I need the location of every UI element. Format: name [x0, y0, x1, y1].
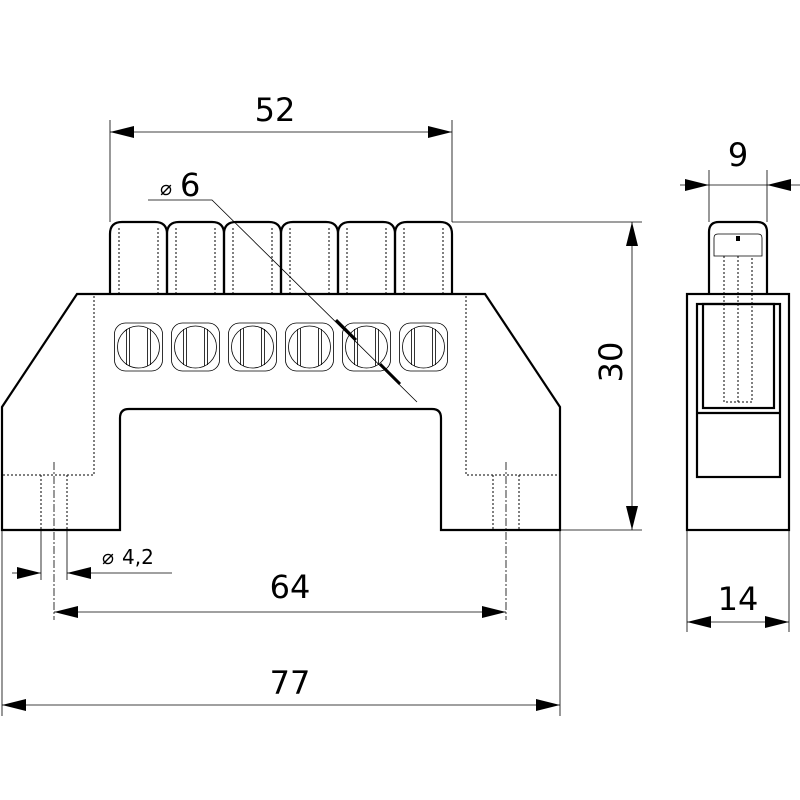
dim-6-arrow-top: [334, 318, 358, 342]
terminal-cap: [336, 220, 397, 294]
dim-64-label: 64: [270, 568, 311, 606]
diameter-symbol-6: ⌀: [160, 176, 172, 200]
terminal-cap: [222, 220, 283, 294]
dim-4-2-label: 4,2: [122, 545, 154, 569]
dim-9-label: 9: [728, 136, 748, 174]
dim-30-label: 30: [592, 342, 630, 383]
hidden-line-left-foot: [2, 296, 95, 476]
mount-hole-left-hidden: [40, 475, 68, 530]
mount-hole-centerlines: [53, 462, 507, 620]
terminal-cap: [279, 220, 340, 294]
dim-9-extension: [708, 170, 768, 222]
dim-4-2-extension: [40, 530, 68, 580]
side-inner-window: [701, 302, 776, 410]
hidden-line-right-foot: [465, 296, 560, 476]
busbar-body-outline: [0, 292, 562, 532]
side-cap: [707, 220, 769, 294]
dim-52-extension: [109, 120, 453, 222]
terminal-hole: [399, 322, 448, 372]
mount-hole-right-hidden: [492, 475, 520, 530]
dim-6-label: 6: [180, 166, 200, 204]
terminal-hole: [285, 322, 334, 372]
diameter-symbol-4-2: ⌀: [102, 545, 114, 569]
terminal-cap: [108, 220, 169, 294]
dim-14-label: 14: [718, 580, 759, 618]
terminal-hole: [171, 322, 220, 372]
side-screw-head: [713, 233, 763, 257]
terminal-hole: [342, 322, 391, 372]
dim-77-label: 77: [270, 664, 311, 702]
dim-14-extension: [686, 530, 790, 632]
dim-6-arrow-bottom: [378, 362, 402, 386]
screw-slot: [736, 236, 740, 241]
side-screw-hidden: [723, 256, 753, 403]
terminal-hole: [228, 322, 277, 372]
terminal-caps: [108, 220, 454, 294]
dim-30-extension: [452, 221, 642, 531]
terminal-cap: [393, 220, 454, 294]
terminal-cap: [165, 220, 226, 294]
dim-6-leader: [148, 199, 418, 403]
dim-52-label: 52: [255, 91, 296, 129]
terminal-hole: [114, 322, 163, 372]
terminal-holes: [114, 322, 448, 372]
side-body-outline: [685, 292, 791, 532]
dim-77-extension: [1, 530, 561, 716]
